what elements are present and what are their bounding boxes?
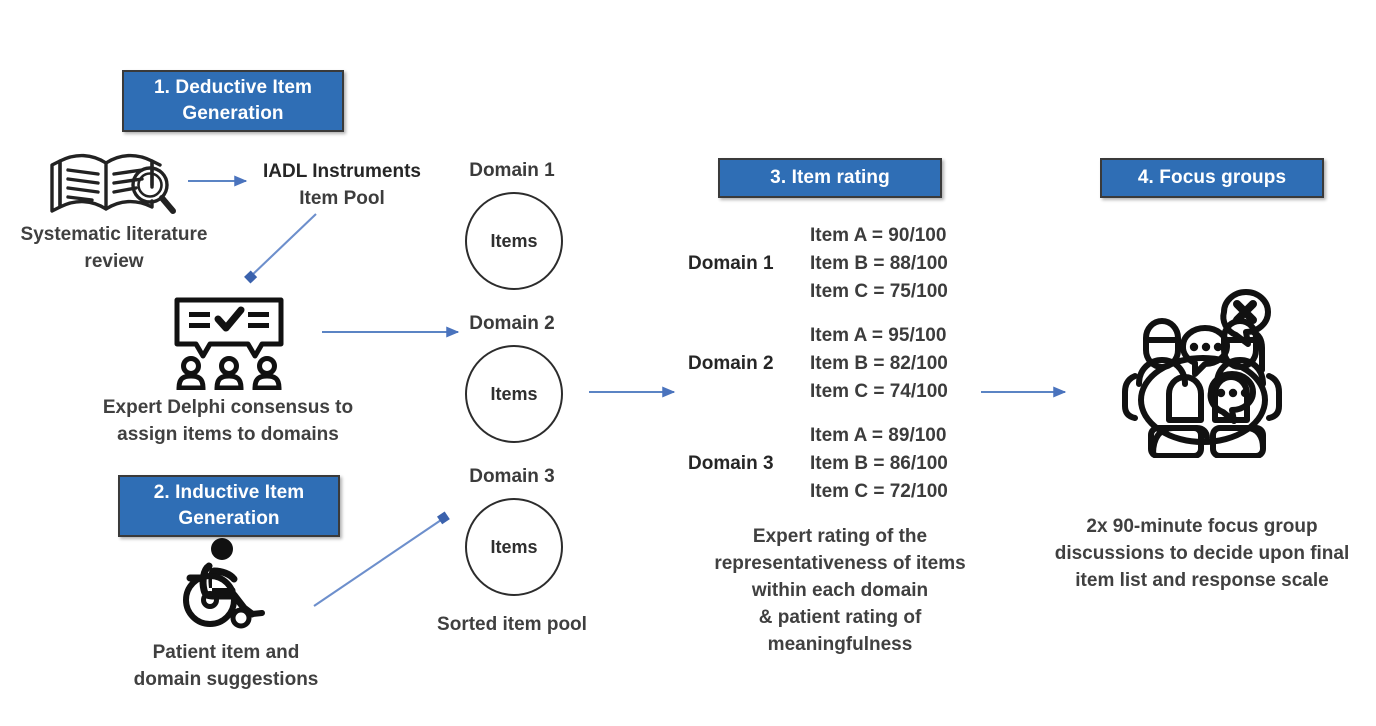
rating-line: Item C = 72/100 (810, 481, 948, 503)
rating-line: Item A = 89/100 (810, 425, 947, 446)
domain-circle-label-2: Items (490, 383, 538, 404)
stage-4-line-1: 4. Focus groups (1137, 167, 1287, 189)
rating-caption-line: & patient rating of (758, 606, 922, 628)
stage-box-1[interactable]: 1. Deductive Item Generation (122, 70, 344, 132)
stage-box-4[interactable]: 4. Focus groups (1100, 158, 1324, 198)
sorted-item-pool-label: Sorted item pool (437, 614, 587, 635)
speech-check-people-icon (170, 292, 288, 390)
rating-line: Item B = 82/100 (810, 353, 948, 375)
domain-circle-label-3: Items (490, 536, 538, 557)
rating-domain-label-3: Domain 3 (688, 453, 774, 475)
patient-caption-line-2: domain suggestions (133, 668, 319, 690)
delphi-caption-line-2: assign items to domains (117, 423, 339, 445)
domain-circle-3[interactable]: Items (465, 498, 563, 596)
rating-line: Item B = 86/100 (810, 453, 948, 475)
rating-caption-line: meaningfulness (767, 633, 913, 655)
rating-line: Item C = 75/100 (810, 281, 948, 303)
stage-3-line-1: 3. Item rating (770, 167, 890, 189)
literature-caption-line-1: Systematic literature (20, 224, 208, 245)
patient-caption-line-1: Patient item and (152, 642, 300, 663)
focus-group-caption-line: 2x 90-minute focus group (1086, 516, 1318, 537)
rating-lines-2: Item A = 95/100 Item B = 82/100 Item C =… (810, 322, 948, 406)
domain-circle-label-1: Items (490, 230, 538, 251)
rating-line: Item C = 74/100 (810, 381, 948, 403)
rating-domain-label-2: Domain 2 (688, 353, 774, 375)
stage-box-2[interactable]: 2. Inductive Item Generation (118, 475, 340, 537)
rating-caption-line: Expert rating of the (752, 526, 928, 547)
rating-lines-3: Item A = 89/100 Item B = 86/100 Item C =… (810, 422, 948, 506)
patient-caption: Patient item and domain suggestions (92, 640, 360, 694)
rating-group-1: Domain 1 Item A = 90/100 Item B = 88/100… (688, 222, 948, 306)
delphi-caption: Expert Delphi consensus to assign items … (78, 395, 378, 449)
stage-2-line-1: 2. Inductive Item (153, 482, 305, 504)
stage-1-line-2: Generation (182, 103, 284, 124)
item-pool-line-2: Item Pool (299, 187, 385, 209)
stage-1-line-1: 1. Deductive Item (154, 77, 312, 99)
rating-caption: Expert rating of the representativeness … (690, 524, 990, 659)
rating-line: Item A = 90/100 (810, 225, 947, 246)
focus-group-caption: 2x 90-minute focus group discussions to … (1036, 514, 1368, 595)
focus-group-caption-line: item list and response scale (1075, 569, 1329, 591)
focus-group-caption-line: discussions to decide upon final (1054, 542, 1350, 564)
domain-title-3: Domain 3 (469, 466, 555, 487)
rating-caption-line: within each domain (751, 579, 929, 601)
item-pool-line-1: IADL Instruments (262, 161, 421, 182)
book-magnifier-icon (44, 143, 184, 223)
stage-2-line-2: Generation (178, 508, 280, 529)
arrow-itempool-to-delphi (244, 213, 317, 284)
arrow-patient-to-domains (313, 511, 450, 607)
rating-line: Item A = 95/100 (810, 325, 947, 346)
literature-caption-line-2: review (84, 250, 144, 272)
rating-line: Item B = 88/100 (810, 253, 948, 275)
rating-domain-label-1: Domain 1 (688, 253, 774, 275)
literature-caption: Systematic literature review (0, 222, 228, 276)
delphi-caption-line-1: Expert Delphi consensus to (102, 397, 354, 418)
rating-group-3: Domain 3 Item A = 89/100 Item B = 86/100… (688, 422, 948, 506)
stage-box-3[interactable]: 3. Item rating (718, 158, 942, 198)
domain-circle-2[interactable]: Items (465, 345, 563, 443)
rating-caption-line: representativeness of items (714, 552, 966, 574)
focus-group-meeting-icon (1113, 272, 1289, 458)
domain-title-2: Domain 2 (469, 313, 555, 334)
wheelchair-person-icon (178, 538, 274, 630)
rating-group-2: Domain 2 Item A = 95/100 Item B = 82/100… (688, 322, 948, 406)
item-pool-label: IADL Instruments Item Pool (228, 159, 456, 213)
domain-title-1: Domain 1 (469, 160, 555, 181)
rating-lines-1: Item A = 90/100 Item B = 88/100 Item C =… (810, 222, 948, 306)
domain-circle-1[interactable]: Items (465, 192, 563, 290)
